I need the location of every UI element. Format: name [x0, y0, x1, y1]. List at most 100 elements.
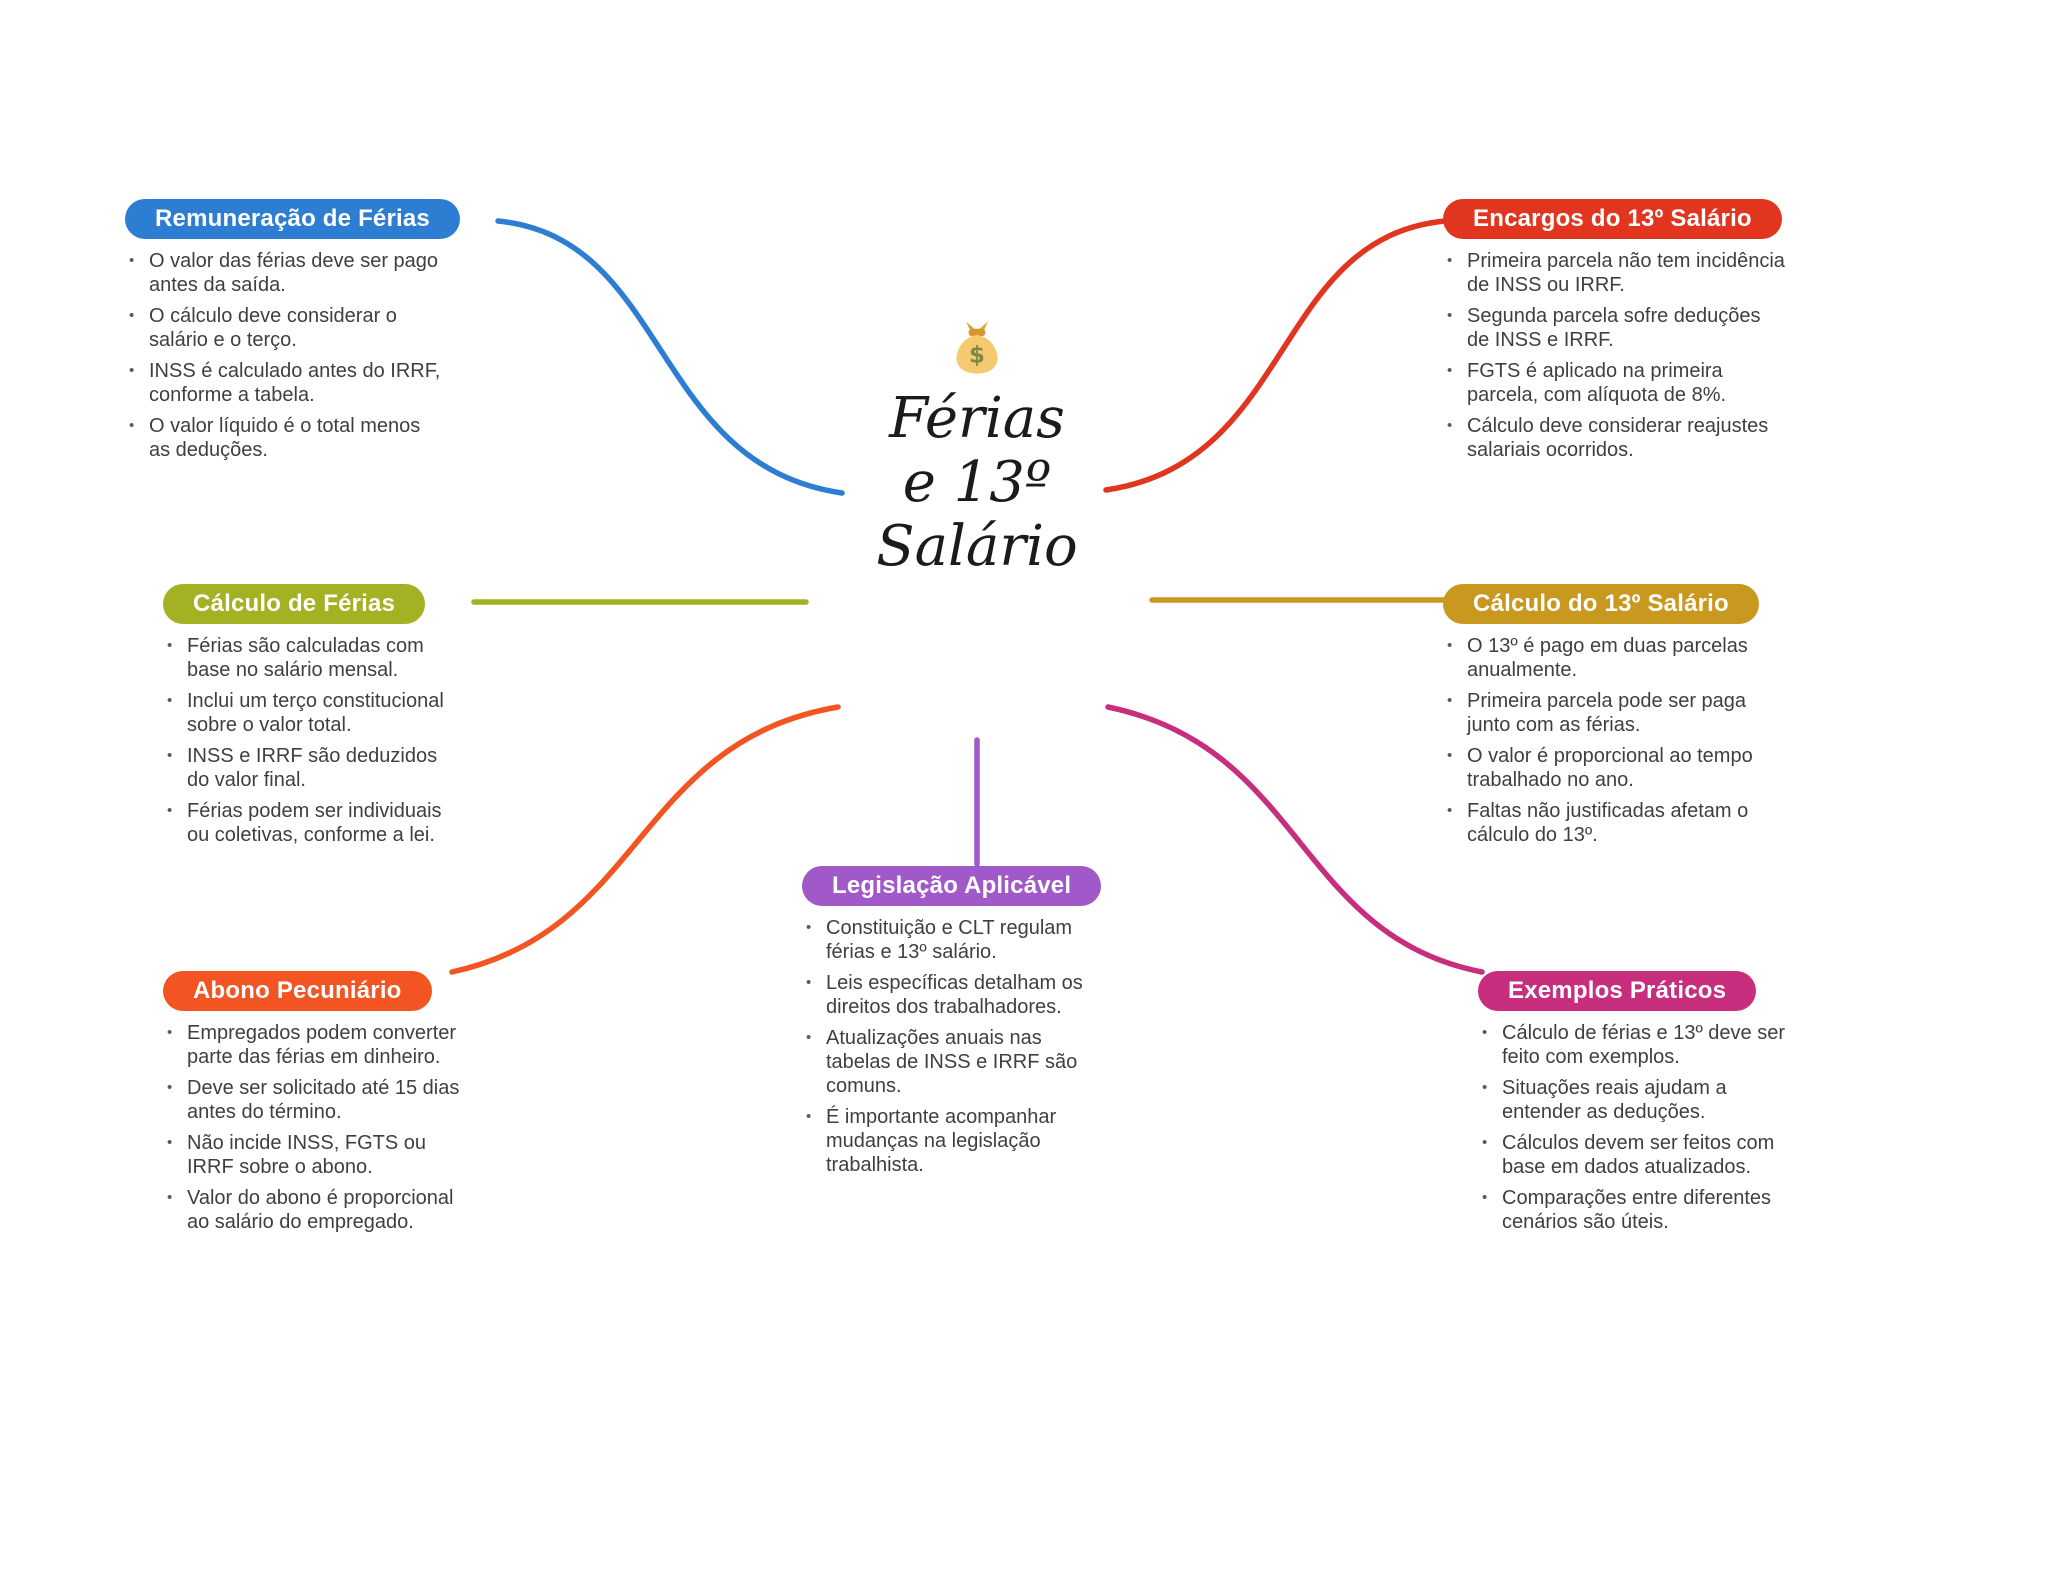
branch-bullet-list: • Constituição e CLT regulam férias e 13º… — [802, 916, 1107, 1177]
bullet-marker: • — [129, 252, 135, 269]
bullet-marker: • — [167, 1134, 173, 1151]
connector-encargos-13-salario — [1103, 218, 1448, 493]
branch-label-encargos-13-salario: Encargos do 13º Salário — [1443, 199, 1782, 239]
bullet-text: Não incide INSS, FGTS ou IRRF sobre o ab… — [187, 1132, 426, 1178]
bullet-item: • Não incide INSS, FGTS ou IRRF sobre o a… — [167, 1131, 463, 1179]
connector-exemplos-praticos — [1105, 704, 1485, 975]
bullet-marker: • — [1447, 747, 1453, 764]
svg-text:$: $ — [969, 343, 985, 369]
bullet-text: Empregados podem converter parte das fér… — [187, 1022, 457, 1068]
bullet-item: • Faltas não justificadas afetam o cálcul… — [1447, 799, 1775, 847]
branch-bullet-list: • O 13º é pago em duas parcelas anualment… — [1443, 634, 1775, 847]
bullet-text: Constituição e CLT regulam férias e 13º … — [826, 917, 1073, 963]
bullet-marker: • — [806, 1108, 812, 1125]
bullet-item: • Férias são calculadas com base no salár… — [167, 634, 445, 682]
connector-abono-pecuniario — [449, 704, 841, 975]
bullet-item: • Atualizações anuais nas tabelas de INSS… — [806, 1026, 1107, 1098]
bullet-marker: • — [1482, 1024, 1488, 1041]
bullet-item: •Valor do abono é proporcional ao salári… — [167, 1186, 463, 1234]
bullet-item: •Cálculo de férias e 13º deve ser feito … — [1482, 1021, 1800, 1069]
bullet-item: • É importante acompanhar mudanças na leg… — [806, 1105, 1107, 1177]
branch-label-legislacao-aplicavel: Legislação Aplicável — [802, 866, 1102, 906]
center-title-line-2: e 13º — [902, 449, 1052, 515]
bullet-text: É importante acompanhar mudanças na legi… — [826, 1106, 1057, 1176]
branch-exemplos-praticos: Exemplos Práticos •Cálculo de férias e 1… — [1478, 971, 1800, 1241]
branch-label-calculo-de-ferias: Cálculo de Férias — [163, 584, 426, 624]
branch-label-calculo-13-salario: Cálculo do 13º Salário — [1443, 584, 1759, 624]
branch-label-remuneracao-de-ferias: Remuneração de Férias — [125, 199, 460, 239]
center-title: Férias e 13º Salário — [812, 387, 1142, 578]
bullet-marker: • — [1447, 252, 1453, 269]
branch-abono-pecuniario: Abono Pecuniário • Empregados podem conve… — [163, 971, 463, 1241]
branch-bullet-list: •Cálculo de férias e 13º deve ser feito … — [1478, 1021, 1800, 1234]
bullet-item: • Primeira parcela não tem incidência de … — [1447, 249, 1788, 297]
bullet-marker: • — [167, 1079, 173, 1096]
bullet-marker: • — [167, 747, 173, 764]
bullet-marker: • — [806, 1029, 812, 1046]
bullet-marker: • — [1482, 1134, 1488, 1151]
bullet-text: Primeira parcela não tem incidência de I… — [1467, 250, 1785, 296]
bullet-text: O 13º é pago em duas parcelas anualmente… — [1467, 635, 1748, 681]
branch-bullet-list: • Férias são calculadas com base no salár… — [163, 634, 445, 847]
bullet-text: Férias podem ser individuais ou coletiva… — [187, 800, 442, 846]
bullet-marker: • — [167, 802, 173, 819]
bullet-text: Situações reais ajudam a entender as ded… — [1502, 1077, 1727, 1123]
bullet-text: Faltas não justificadas afetam o cálculo… — [1467, 800, 1749, 846]
bullet-item: •Leis específicas detalham os direitos d… — [806, 971, 1107, 1019]
bullet-item: •O cálculo deve considerar o salário e o… — [129, 304, 443, 352]
bullet-text: FGTS é aplicado na primeira parcela, com… — [1467, 360, 1727, 406]
bullet-text: Férias são calculadas com base no salári… — [187, 635, 424, 681]
branch-encargos-13-salario: Encargos do 13º Salário • Primeira parcel… — [1443, 199, 1788, 469]
center-node: $ Férias e 13º Salário — [812, 318, 1142, 578]
bullet-item: • Constituição e CLT regulam férias e 13º… — [806, 916, 1107, 964]
branch-calculo-13-salario: Cálculo do 13º Salário • O 13º é pago em … — [1443, 584, 1775, 854]
bullet-item: •Empregados podem converter parte das fé… — [167, 1021, 463, 1069]
bullet-item: • Situações reais ajudam a entender as de… — [1482, 1076, 1800, 1124]
center-title-line-3: Salário — [876, 513, 1078, 579]
bullet-item: • Férias podem ser individuais ou coletiv… — [167, 799, 445, 847]
branch-remuneracao-de-ferias: Remuneração de Férias • O valor das féria… — [125, 199, 460, 469]
bullet-marker: • — [129, 362, 135, 379]
bullet-item: •Comparações entre diferentes cenários s… — [1482, 1186, 1800, 1234]
bullet-text: O valor é proporcional ao tempo trabalha… — [1467, 745, 1753, 791]
bullet-item: • INSS e IRRF são deduzidos do valor fina… — [167, 744, 445, 792]
bullet-marker: • — [806, 974, 812, 991]
bullet-text: INSS e IRRF são deduzidos do valor final… — [187, 745, 438, 791]
bullet-item: • FGTS é aplicado na primeira parcela, co… — [1447, 359, 1788, 407]
bullet-text: Atualizações anuais nas tabelas de INSS … — [826, 1027, 1078, 1097]
branch-label-abono-pecuniario: Abono Pecuniário — [163, 971, 432, 1011]
bullet-marker: • — [1447, 692, 1453, 709]
bullet-text: Cálculos devem ser feitos com base em da… — [1502, 1132, 1775, 1178]
center-title-line-1: Férias — [889, 386, 1065, 451]
bullet-item: • O valor é proporcional ao tempo trabalh… — [1447, 744, 1775, 792]
branch-calculo-de-ferias: Cálculo de Férias • Férias são calculadas… — [163, 584, 445, 854]
bullet-marker: • — [129, 417, 135, 434]
bullet-marker: • — [1482, 1079, 1488, 1096]
bullet-marker: • — [167, 637, 173, 654]
bullet-marker: • — [1447, 362, 1453, 379]
connector-remuneracao-de-ferias — [495, 218, 845, 496]
branch-bullet-list: • Empregados podem converter parte das fé… — [163, 1021, 463, 1234]
bullet-text: INSS é calculado antes do IRRF, conforme… — [149, 360, 441, 406]
bullet-item: • Cálculos devem ser feitos com base em d… — [1482, 1131, 1800, 1179]
bullet-marker: • — [1447, 307, 1453, 324]
money-bag-icon: $ — [948, 318, 1006, 376]
bullet-item: • INSS é calculado antes do IRRF, conform… — [129, 359, 443, 407]
bullet-item: •O 13º é pago em duas parcelas anualment… — [1447, 634, 1775, 682]
bullet-item: •Cálculo deve considerar reajustes salar… — [1447, 414, 1788, 462]
bullet-item: •O valor líquido é o total menos as dedu… — [129, 414, 443, 462]
bullet-marker: • — [129, 307, 135, 324]
branch-bullet-list: • O valor das férias deve ser pago antes … — [125, 249, 443, 462]
bullet-marker: • — [806, 919, 812, 936]
bullet-text: Deve ser solicitado até 15 dias antes do… — [187, 1077, 460, 1123]
bullet-text: Primeira parcela pode ser paga junto com… — [1467, 690, 1747, 736]
bullet-text: O valor das férias deve ser pago antes d… — [149, 250, 439, 296]
bullet-marker: • — [1447, 802, 1453, 819]
branch-label-exemplos-praticos: Exemplos Práticos — [1478, 971, 1757, 1011]
bullet-text: Inclui um terço constitucional sobre o v… — [187, 690, 444, 736]
bullet-text: Segunda parcela sofre deduções de INSS e… — [1467, 305, 1761, 351]
bullet-marker: • — [167, 1189, 173, 1206]
bullet-text: Cálculo deve considerar reajustes salari… — [1467, 415, 1769, 461]
